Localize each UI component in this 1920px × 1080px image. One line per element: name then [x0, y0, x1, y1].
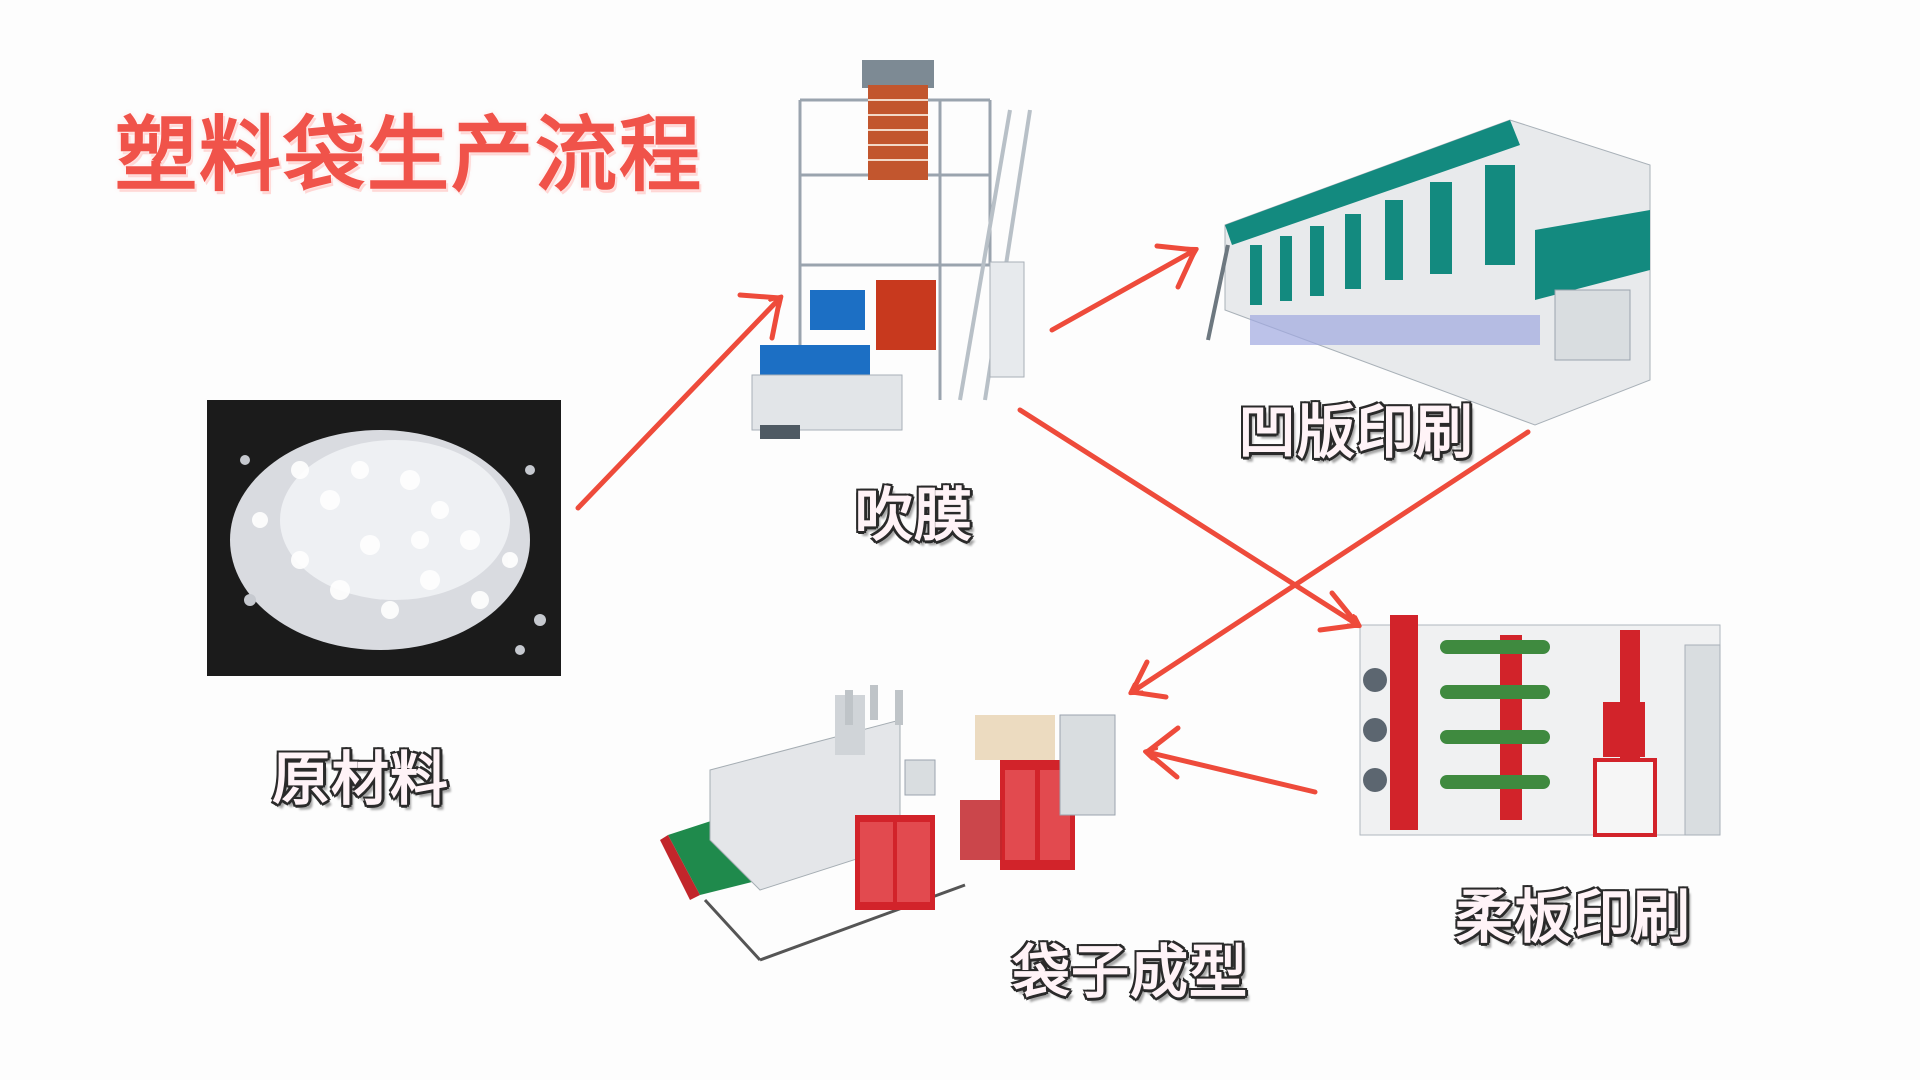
label-gravure-printing: 凹版印刷: [1238, 398, 1475, 466]
diagram-title: 塑料袋生产流程: [115, 108, 704, 203]
label-film-blowing: 吹膜: [855, 481, 974, 549]
arrow-gravure-to-bag: [1132, 429, 1531, 692]
arrow-flexo-to-bag: [1147, 752, 1318, 795]
label-bag-forming: 袋子成型: [1012, 938, 1249, 1006]
label-raw-material: 原材料: [272, 745, 450, 813]
arrow-blow-to-gravure: [1049, 250, 1195, 333]
label-flexo-printing: 柔板印刷: [1455, 883, 1692, 951]
arrow-blow-to-flexo: [1017, 407, 1358, 625]
arrow-raw-to-blow: [575, 298, 780, 511]
